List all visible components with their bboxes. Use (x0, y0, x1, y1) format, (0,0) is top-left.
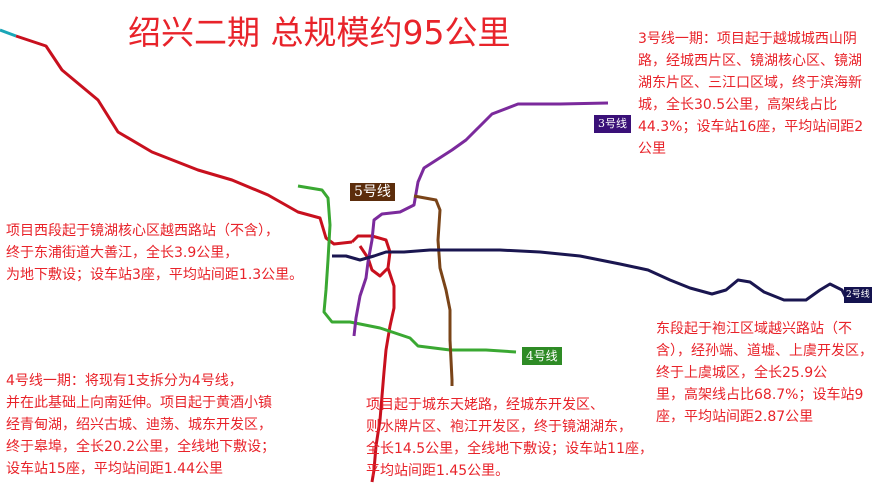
line1-east-description: 东段起于袍江区域越兴路站（不 含），经孙端、道墟、上虞开发区， 终于上虞城区，全… (656, 318, 892, 428)
line1-west-description-line: 为地下敷设；设车站3座，平均站间距1.3公里。 (6, 267, 304, 283)
line2-label: 2号线 (844, 287, 872, 303)
line4-label: 4号线 (522, 347, 562, 365)
line3-description-line: 公里 (638, 141, 666, 157)
cyan-line-stub (0, 28, 17, 38)
line3-description-line: 湖东片区、三江口区域，终于滨海新 (638, 75, 862, 91)
line5-label: 5号线 (350, 183, 395, 201)
line4-description-line: 设车站15座，平均站间距1.44公里 (6, 461, 223, 477)
line4-description: 4号线一期：将现有1支拆分为4号线， 并在此基础上向南延伸。项目起于黄酒小镇 经… (6, 370, 322, 480)
line3-label-text: 3号线 (598, 117, 627, 130)
line1-east-description-line: 终于上虞城区，全长25.9公 (656, 365, 828, 381)
line1-east-description-line: 东段起于袍江区域越兴路站（不 (656, 321, 852, 337)
line1-west-description-line: 终于东浦街道大善江，全长3.9公里， (6, 245, 239, 261)
line3-description-line: 城，全长30.5公里，高架线占比 (638, 97, 838, 113)
line5-description-line: 项目起于城东天姥路，经城东开发区、 (366, 397, 604, 413)
line1-south-route (370, 267, 396, 483)
line5-description: 项目起于城东天姥路，经城东开发区、 则水牌片区、袍江开发区，终于镜湖湖东， 全长… (366, 394, 678, 482)
line5-description-line: 平均站间距1.45公里。 (366, 463, 510, 479)
map-title: 绍兴二期 总规模约95公里 (128, 13, 511, 52)
line3-label: 3号线 (594, 115, 631, 133)
line5-route (413, 194, 454, 386)
line4-route (297, 184, 517, 354)
line1-west-description: 项目西段起于镜湖核心区越西路站（不含）， 终于东浦街道大善江，全长3.9公里， … (6, 220, 336, 286)
line4-label-text: 4号线 (526, 349, 558, 363)
line4-description-line: 经青甸湖，绍兴古城、迪荡、城东开发区， (6, 417, 272, 433)
line3-description-line: 44.3%；设车站16座，平均站间距2 (638, 119, 864, 135)
line3-route (352, 101, 609, 337)
line4-description-line: 终于皋埠，全长20.2公里，全线地下敷设； (6, 439, 276, 455)
line3-description-line: 路，经城西片区、镜湖核心区、镜湖 (638, 53, 862, 69)
line2-route (332, 248, 848, 302)
line5-description-line: 则水牌片区、袍江开发区，终于镜湖湖东， (366, 419, 632, 435)
line4-description-line: 4号线一期：将现有1支拆分为4号线， (6, 373, 243, 389)
line3-description-line: 3号线一期：项目起于越城城西山阴 (638, 31, 857, 47)
line3-description: 3号线一期：项目起于越城城西山阴 路，经城西片区、镜湖核心区、镜湖 湖东片区、三… (638, 28, 890, 160)
line1-east-description-line: 含），经孙端、道墟、上虞开发区， (656, 343, 873, 359)
line1-east-description-line: 座，平均站间距2.87公里 (656, 409, 814, 425)
line2-label-text: 2号线 (846, 290, 870, 300)
line1-northwest-route (15, 34, 353, 246)
line1-east-description-line: 里，高架线占比68.7%；设车站9 (656, 387, 864, 403)
line5-description-line: 全长14.5公里，全线地下敷设；设车站11座， (366, 441, 653, 457)
line4-description-line: 并在此基础上向南延伸。项目起于黄酒小镇 (6, 395, 272, 411)
line5-label-text: 5号线 (354, 184, 391, 200)
line1-west-description-line: 项目西段起于镜湖核心区越西路站（不含）， (6, 223, 279, 239)
line1-core-loop (350, 234, 392, 278)
